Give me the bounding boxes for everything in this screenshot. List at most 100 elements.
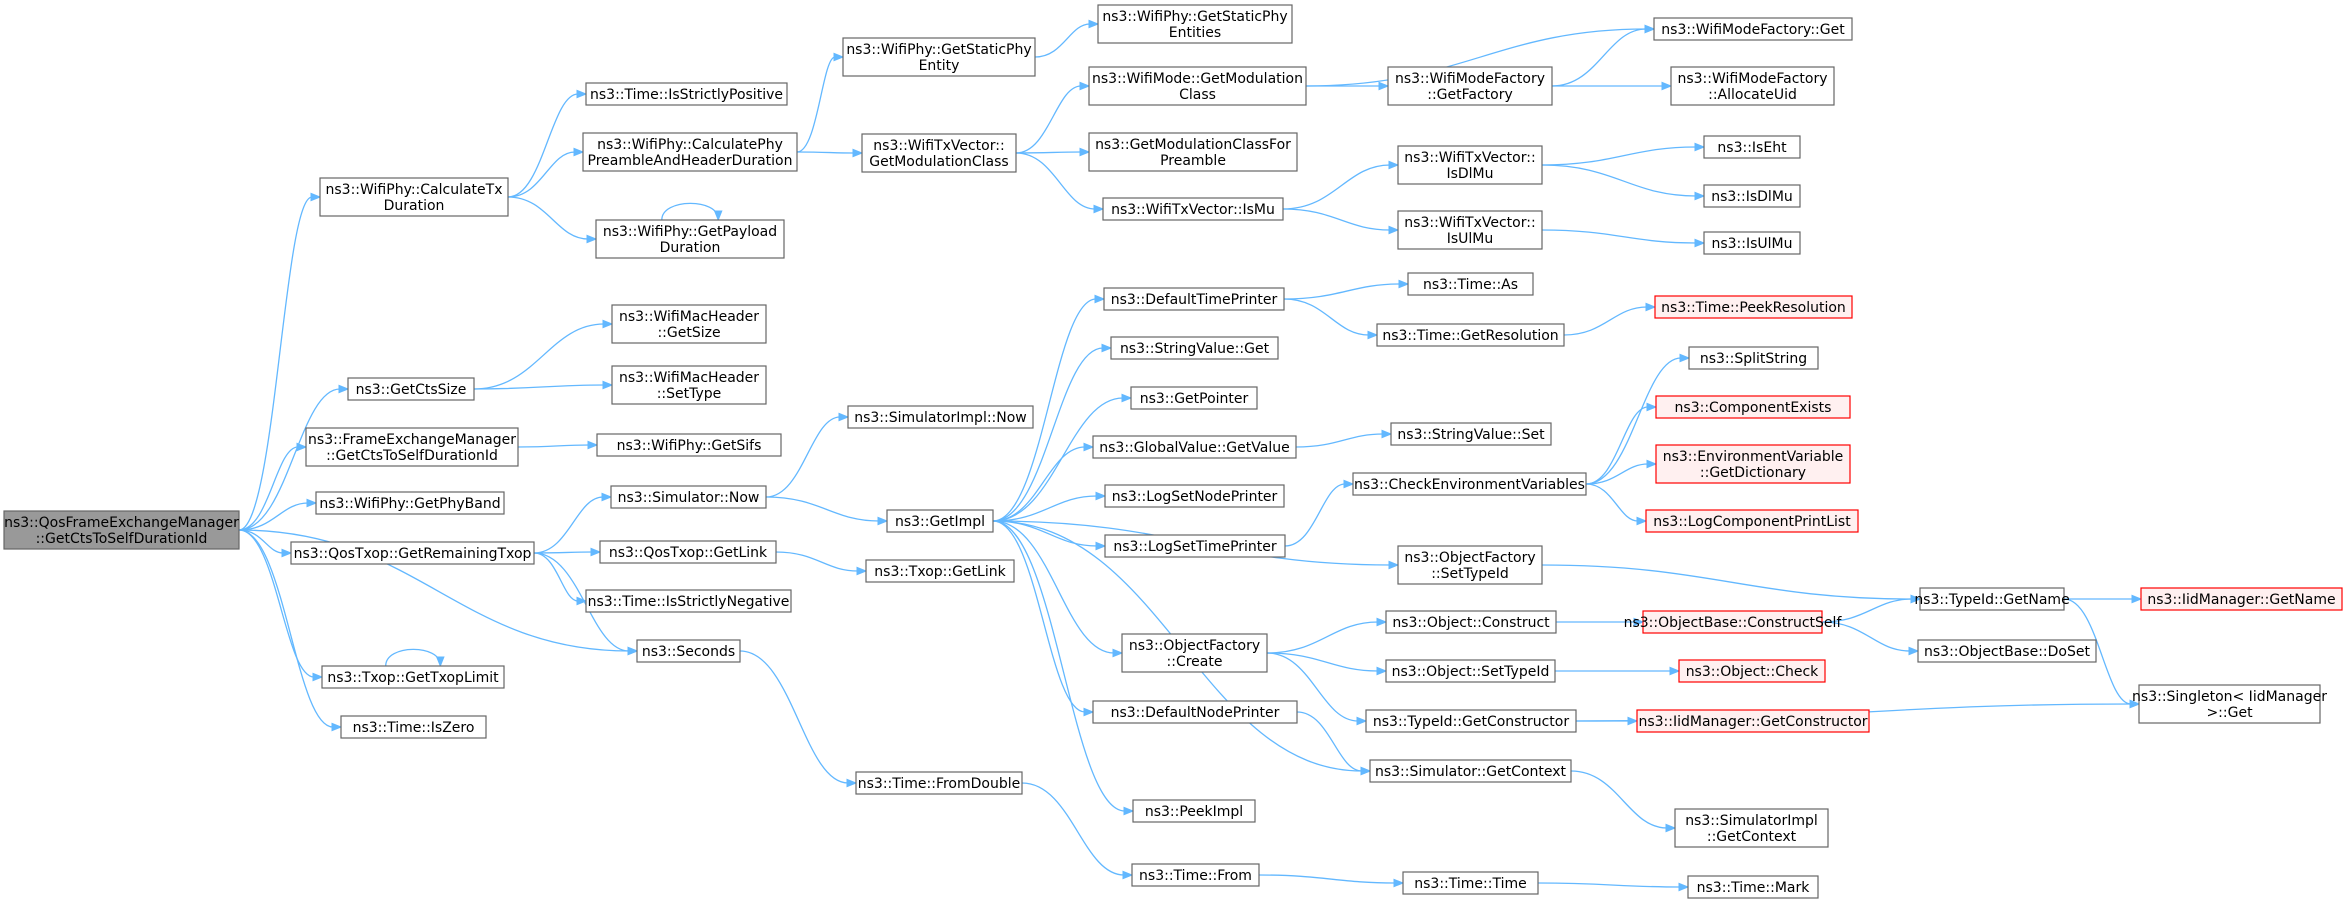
node-objBaseConstructSelf[interactable]: ns3::ObjectBase::ConstructSelf (1624, 610, 1843, 634)
node-objCheck[interactable]: ns3::Object::Check (1678, 659, 1826, 683)
call-edge-txvGetModClass-to-txvIsMu (1015, 152, 1105, 214)
node-txvGetModClass[interactable]: ns3::WifiTxVector::GetModulationClass (861, 133, 1017, 173)
call-edge-feGetCtsToSelf-to-getSifs (517, 440, 599, 450)
call-edge-calcTxDur-to-getPayloadDur (507, 196, 598, 244)
node-wmfGet[interactable]: ns3::WifiModeFactory::Get (1653, 17, 1853, 41)
node-txvIsUlMu[interactable]: ns3::WifiTxVector::IsUlMu (1397, 210, 1543, 250)
node-wmfAllocUid[interactable]: ns3::WifiModeFactory::AllocateUid (1670, 66, 1835, 106)
node-label: ns3::WifiPhy::GetSifs (617, 438, 762, 454)
node-defNodePrinter[interactable]: ns3::DefaultNodePrinter (1092, 700, 1298, 724)
node-txvIsMu[interactable]: ns3::WifiTxVector::IsMu (1102, 197, 1284, 221)
node-ofCreate[interactable]: ns3::ObjectFactory::Create (1121, 633, 1268, 673)
node-label: ns3::ComponentExists (1675, 400, 1832, 416)
node-isZero[interactable]: ns3::Time::IsZero (340, 715, 487, 739)
node-getTxopLimit[interactable]: ns3::Txop::GetTxopLimit (321, 665, 505, 689)
node-label: ns3::GetImpl (895, 514, 985, 530)
node-txvIsDlMu[interactable]: ns3::WifiTxVector::IsDlMu (1397, 145, 1543, 185)
node-getPointer[interactable]: ns3::GetPointer (1130, 386, 1258, 410)
node-box (2140, 587, 2343, 611)
node-getSifs[interactable]: ns3::WifiPhy::GetSifs (596, 433, 782, 457)
node-logSetNodePrinter[interactable]: ns3::LogSetNodePrinter (1104, 484, 1285, 508)
node-typeIdGetCtor[interactable]: ns3::TypeId::GetConstructor (1365, 709, 1577, 733)
node-timeTime[interactable]: ns3::Time::Time (1402, 871, 1539, 895)
node-label: ns3::WifiMacHeader (619, 370, 759, 386)
node-box (1390, 422, 1552, 446)
node-box (1653, 17, 1853, 41)
node-modeGetModClass[interactable]: ns3::WifiMode::GetModulationClass (1088, 66, 1307, 106)
node-logSetTimePrinter[interactable]: ns3::LogSetTimePrinter (1104, 534, 1286, 558)
node-box (1104, 484, 1285, 508)
node-typeIdGetName[interactable]: ns3::TypeId::GetName (1914, 587, 2070, 611)
node-logCompPrintList[interactable]: ns3::LogComponentPrintList (1645, 509, 1859, 533)
call-edge-txvGetModClass-to-modeGetModClass (1015, 81, 1091, 154)
node-macHdrSetType[interactable]: ns3::WifiMacHeader::SetType (611, 365, 767, 405)
node-getImpl[interactable]: ns3::GetImpl (886, 509, 994, 533)
node-defTimePrinter[interactable]: ns3::DefaultTimePrinter (1103, 287, 1285, 311)
node-label: ns3::Txop::GetTxopLimit (327, 670, 499, 686)
node-label: Duration (384, 198, 445, 214)
node-objConstruct[interactable]: ns3::Object::Construct (1385, 610, 1557, 634)
node-iidMgrGetName[interactable]: ns3::IidManager::GetName (2140, 587, 2343, 611)
call-edge-root-to-calcTxDur (238, 192, 322, 531)
node-qosGetLink[interactable]: ns3::QosTxop::GetLink (599, 540, 777, 564)
node-feGetCtsToSelf[interactable]: ns3::FrameExchangeManager::GetCtsToSelfD… (305, 427, 519, 467)
node-objSetTypeId[interactable]: ns3::Object::SetTypeId (1385, 659, 1556, 683)
node-fromDouble[interactable]: ns3::Time::FromDouble (855, 771, 1023, 795)
node-timeMark[interactable]: ns3::Time::Mark (1687, 875, 1819, 899)
node-simImplNow[interactable]: ns3::SimulatorImpl::Now (847, 405, 1034, 429)
node-calcPhyPreamble[interactable]: ns3::WifiPhy::CalculatePhyPreambleAndHea… (582, 132, 798, 172)
node-isUlMu[interactable]: ns3::IsUlMu (1703, 231, 1801, 255)
node-macHdrGetSize[interactable]: ns3::WifiMacHeader::GetSize (611, 304, 767, 344)
node-box (1102, 197, 1284, 221)
node-singletonGet[interactable]: ns3::Singleton< IidManager >::Get (2132, 684, 2327, 724)
node-isStrictNeg[interactable]: ns3::Time::IsStrictlyNegative (585, 589, 792, 613)
call-edge-ofCreate-to-objSetTypeId (1266, 652, 1388, 676)
node-label: ns3::Seconds (642, 644, 735, 660)
node-simNow[interactable]: ns3::Simulator::Now (610, 485, 767, 509)
node-compExists[interactable]: ns3::ComponentExists (1655, 395, 1851, 419)
node-strValGet[interactable]: ns3::StringValue::Get (1110, 336, 1279, 360)
call-edge-fromDouble-to-timeFrom (1021, 782, 1134, 880)
node-timeFrom[interactable]: ns3::Time::From (1131, 863, 1260, 887)
node-checkEnvVars[interactable]: ns3::CheckEnvironmentVariables (1352, 472, 1587, 496)
node-envVarGetDict[interactable]: ns3::EnvironmentVariable::GetDictionary (1655, 444, 1851, 484)
node-peekImpl[interactable]: ns3::PeekImpl (1132, 799, 1256, 823)
call-edge-root-to-getCtsSize (238, 384, 350, 531)
node-wmfGetFactory[interactable]: ns3::WifiModeFactory::GetFactory (1387, 66, 1553, 106)
node-objBaseDoSet[interactable]: ns3::ObjectBase::DoSet (1917, 639, 2097, 663)
node-strValSet[interactable]: ns3::StringValue::Set (1390, 422, 1552, 446)
call-edge-ofCreate-to-typeIdGetCtor (1266, 652, 1368, 726)
node-timeGetRes[interactable]: ns3::Time::GetResolution (1376, 323, 1565, 347)
node-label: ns3::ObjectFactory (1129, 638, 1260, 654)
node-simImplGetContext[interactable]: ns3::SimulatorImpl::GetContext (1674, 808, 1829, 848)
node-label: ns3::Object::SetTypeId (1392, 664, 1550, 680)
node-getCtsSize[interactable]: ns3::GetCtsSize (347, 377, 475, 401)
node-timeAs[interactable]: ns3::Time::As (1407, 272, 1534, 296)
call-edge-timeGetRes-to-timePeekRes (1563, 302, 1657, 336)
node-label: ns3::WifiTxVector::IsMu (1111, 202, 1275, 218)
node-seconds[interactable]: ns3::Seconds (636, 639, 741, 663)
node-splitString[interactable]: ns3::SplitString (1688, 346, 1819, 370)
node-iidMgrGetCtor[interactable]: ns3::IidManager::GetConstructor (1636, 709, 1870, 733)
node-isDlMu[interactable]: ns3::IsDlMu (1703, 184, 1801, 208)
node-isStrictPos[interactable]: ns3::Time::IsStrictlyPositive (585, 82, 788, 106)
node-box (1703, 231, 1801, 255)
node-box (585, 82, 788, 106)
node-gvGetValue[interactable]: ns3::GlobalValue::GetValue (1092, 435, 1297, 459)
node-txopGetLink[interactable]: ns3::Txop::GetLink (865, 559, 1015, 583)
call-edge-seconds-to-fromDouble (739, 650, 858, 788)
node-isEht[interactable]: ns3::IsEht (1703, 135, 1801, 159)
node-ofSetTypeId[interactable]: ns3::ObjectFactory::SetTypeId (1397, 545, 1543, 585)
node-simGetContext[interactable]: ns3::Simulator::GetContext (1369, 759, 1572, 783)
node-timePeekRes[interactable]: ns3::Time::PeekResolution (1654, 295, 1853, 319)
node-getRemTxop[interactable]: ns3::QosTxop::GetRemainingTxop (290, 541, 535, 565)
node-getPhyBand[interactable]: ns3::WifiPhy::GetPhyBand (315, 491, 505, 515)
node-root[interactable]: ns3::QosFrameExchangeManager::GetCtsToSe… (3, 510, 240, 550)
node-box (1385, 659, 1556, 683)
node-label: ns3::WifiPhy::CalculateTx (326, 182, 503, 198)
